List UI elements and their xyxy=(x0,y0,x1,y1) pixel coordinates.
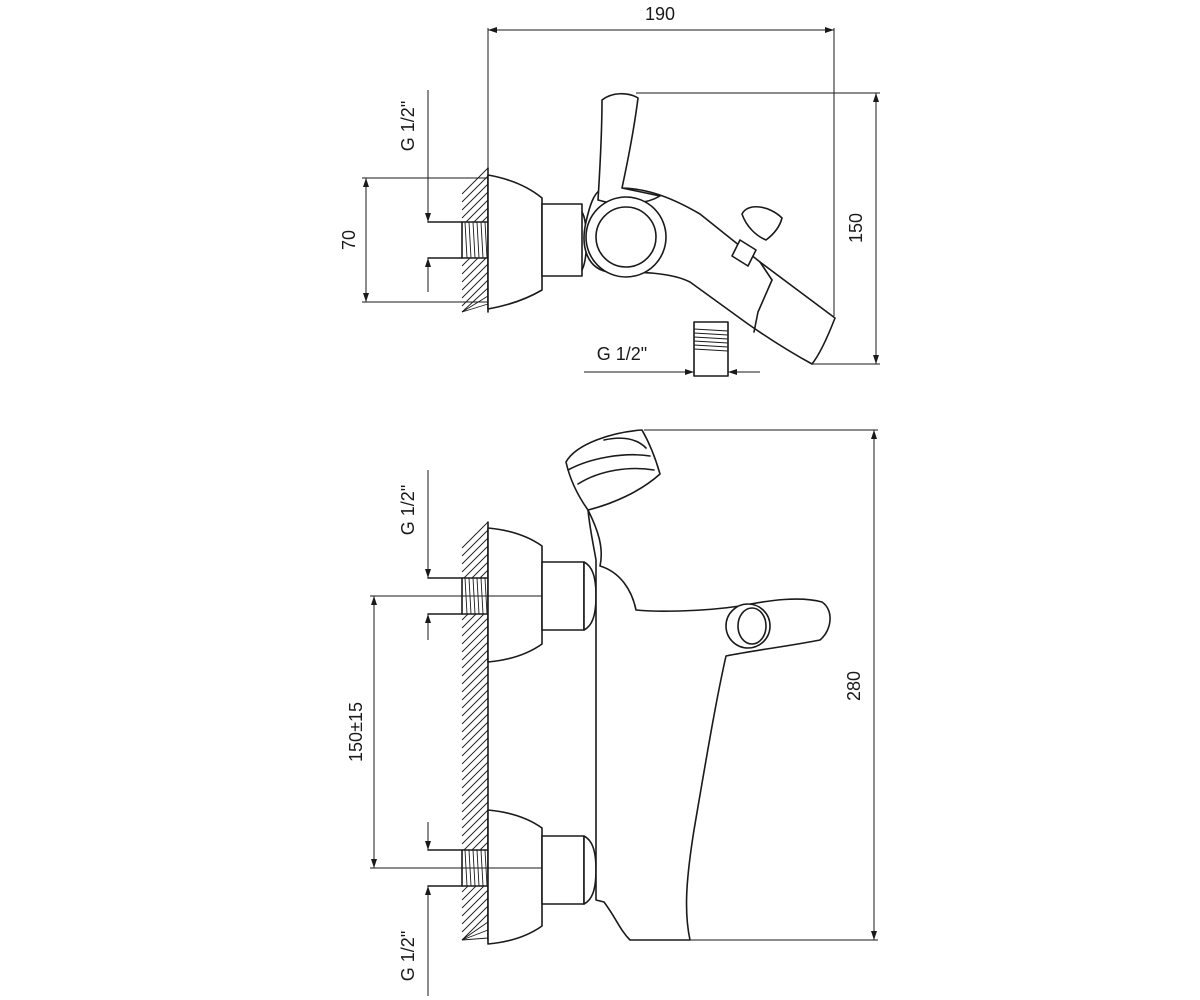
top-diverter-knob xyxy=(731,206,783,267)
front-height-dimension: 280 xyxy=(844,671,864,701)
top-lever-handle xyxy=(597,92,661,205)
front-lower-inlet xyxy=(427,809,597,945)
top-outlet-spigot xyxy=(693,321,729,377)
front-inlet-spacing-dimension: 150±15 xyxy=(346,702,366,762)
top-inlet-pipe xyxy=(427,221,489,259)
top-inlet-thread-label: G 1/2" xyxy=(398,101,418,151)
front-mixer-body xyxy=(587,509,831,941)
top-wall-depth-dimension: 70 xyxy=(339,230,359,250)
top-height-dimension: 150 xyxy=(846,213,866,243)
front-upper-inlet xyxy=(427,527,597,663)
front-upper-thread-label: G 1/2" xyxy=(398,485,418,535)
front-lower-thread-label: G 1/2" xyxy=(398,931,418,981)
top-view: 190 150 70 G 1/2" G 1/2" xyxy=(339,4,880,377)
front-lower-escutcheon xyxy=(487,809,543,945)
top-escutcheon xyxy=(487,174,543,310)
front-diverter-knob xyxy=(725,603,771,649)
top-width-dimension: 190 xyxy=(645,4,675,24)
top-connector-nut xyxy=(541,203,583,277)
top-outlet-thread-label: G 1/2" xyxy=(597,344,647,364)
front-view: 280 150±15 G 1/2" G 1/2" xyxy=(346,429,878,996)
front-upper-escutcheon xyxy=(487,527,543,663)
